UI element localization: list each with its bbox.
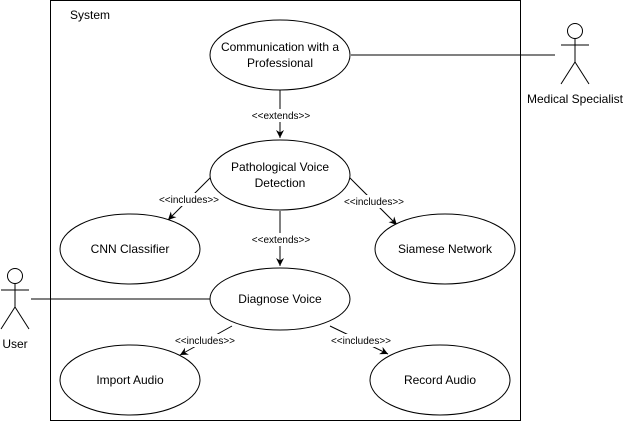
svg-text:<<extends>>: <<extends>> xyxy=(252,111,311,122)
actor-medical-specialist[interactable]: Medical Specialist xyxy=(527,23,624,107)
use-case-label: Pathological Voice xyxy=(231,160,329,174)
use-case-label: Import Audio xyxy=(96,373,164,387)
relation-label-extends-diagnose: <<extends>> xyxy=(248,233,314,246)
svg-text:<<extends>>: <<extends>> xyxy=(252,235,311,246)
stick-figure-icon xyxy=(560,23,590,85)
svg-text:<<includes>>: <<includes>> xyxy=(159,195,219,206)
stick-figure-icon xyxy=(0,268,30,330)
use-case-label: CNN Classifier xyxy=(91,242,170,256)
actor-user[interactable]: User xyxy=(0,268,30,352)
svg-text:<<includes>>: <<includes>> xyxy=(175,336,235,347)
use-case-label: Detection xyxy=(255,176,306,190)
svg-text:<<includes>>: <<includes>> xyxy=(331,336,391,347)
use-case-diagnose[interactable]: Diagnose Voice xyxy=(209,267,351,331)
relation-label-includes-import: <<includes>> xyxy=(172,334,238,347)
use-case-record[interactable]: Record Audio xyxy=(369,344,511,416)
use-case-label: Communication with a xyxy=(221,40,339,54)
relation-label-includes-siamese: <<includes>> xyxy=(341,195,407,208)
actor-label: Medical Specialist xyxy=(527,92,624,106)
use-case-siamese[interactable]: Siamese Network xyxy=(374,213,516,285)
relation-label-includes-record: <<includes>> xyxy=(328,334,394,347)
relation-label-includes-cnn: <<includes>> xyxy=(156,193,222,206)
use-case-label: Record Audio xyxy=(404,373,476,387)
use-case-label: Siamese Network xyxy=(398,242,493,256)
system-label: System xyxy=(70,8,110,22)
use-case-import[interactable]: Import Audio xyxy=(59,344,201,416)
use-case-cnn[interactable]: CNN Classifier xyxy=(59,213,201,285)
svg-text:<<includes>>: <<includes>> xyxy=(344,197,404,208)
actor-label: User xyxy=(2,337,27,351)
use-case-label: Professional xyxy=(247,56,313,70)
relation-label-extends-communication: <<extends>> xyxy=(248,109,314,122)
use-case-label: Diagnose Voice xyxy=(238,292,322,306)
use-case-communication[interactable]: Communication with a Professional xyxy=(209,19,351,91)
use-case-pathological[interactable]: Pathological Voice Detection xyxy=(209,139,351,211)
